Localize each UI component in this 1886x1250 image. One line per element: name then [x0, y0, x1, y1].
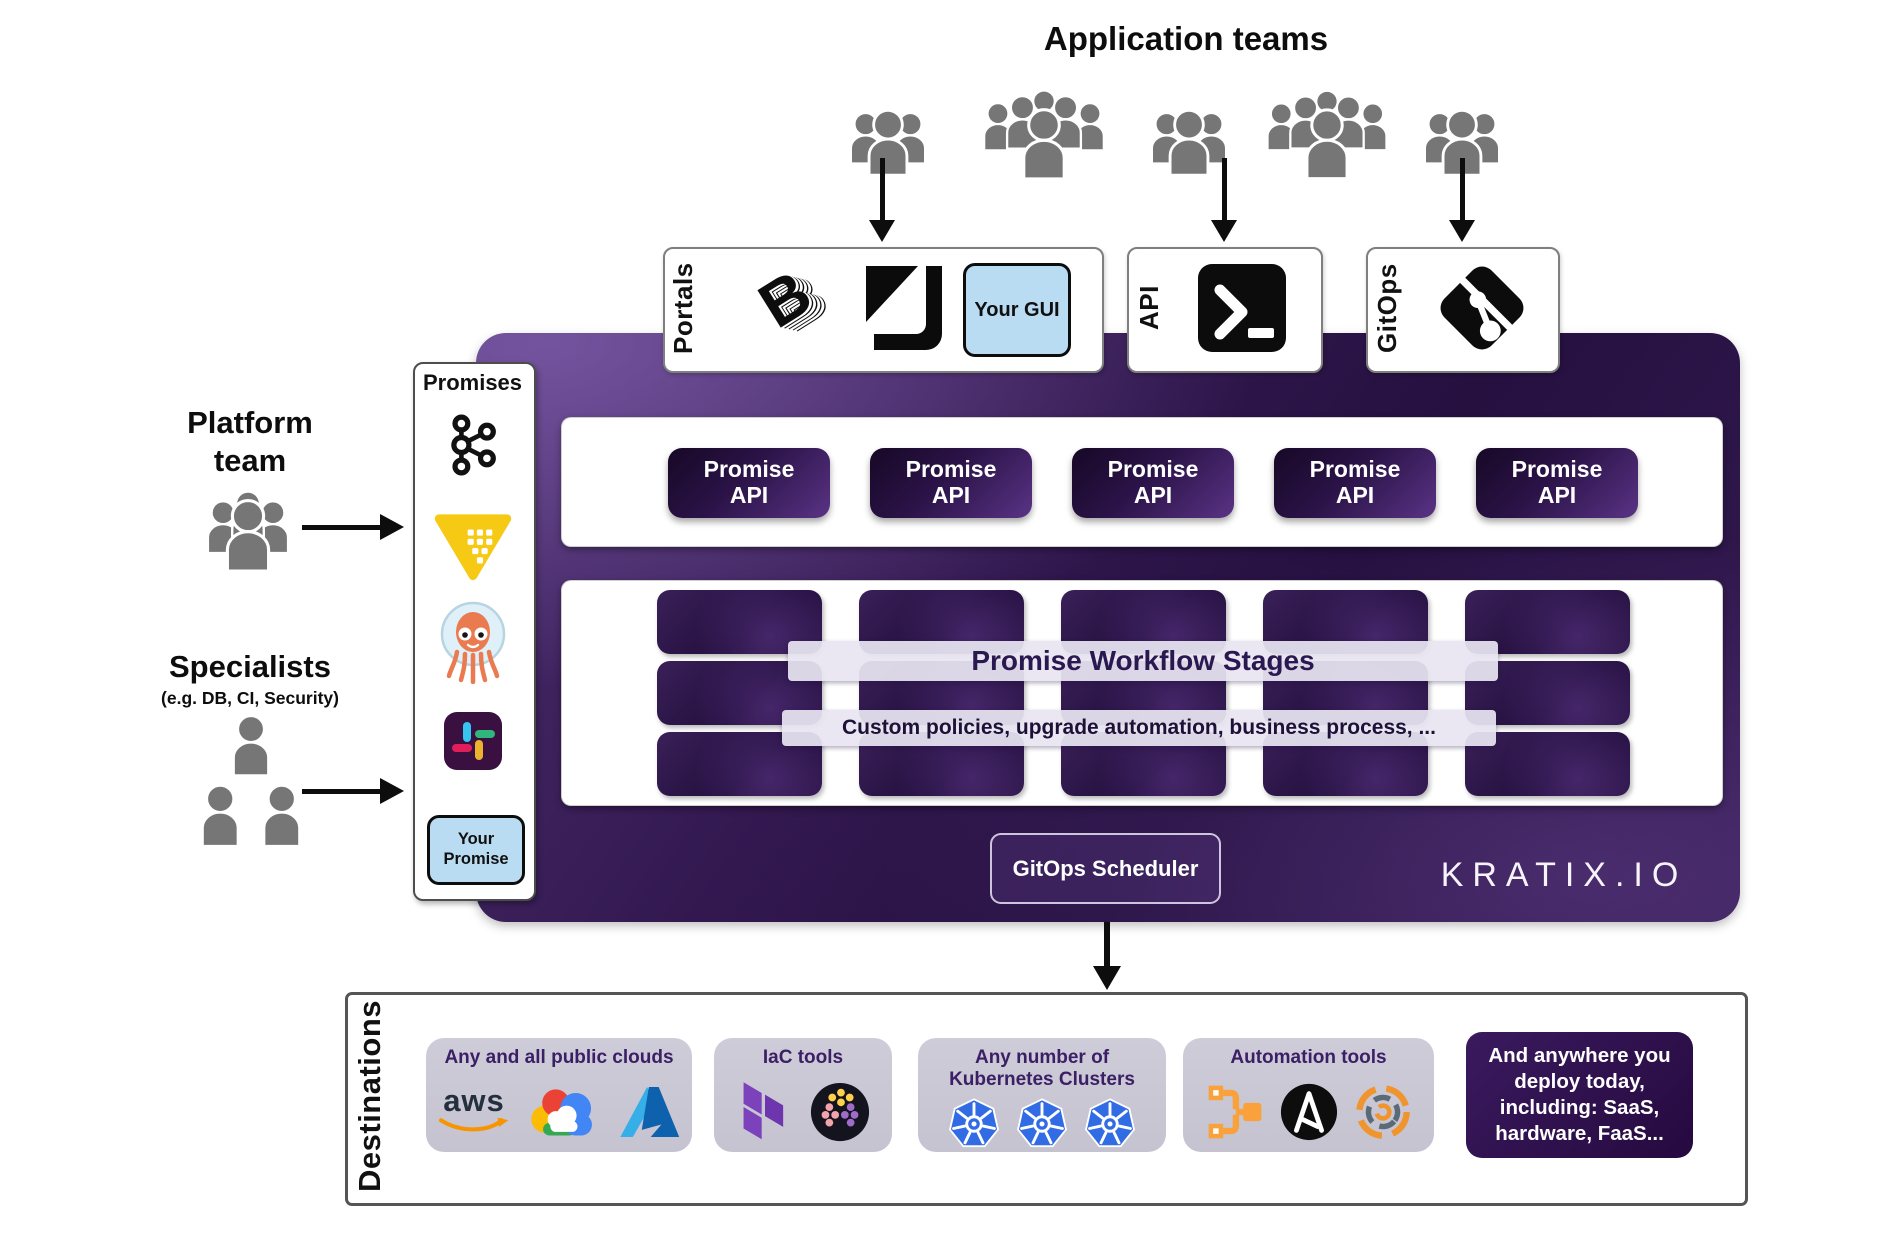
git-logo [1440, 266, 1524, 350]
destination-card-iac-tools: IaC tools [714, 1038, 892, 1152]
pipeline-branch-logo [1208, 1086, 1261, 1139]
argocd-octopus-logo [440, 601, 506, 684]
destination-card-automation-tools: Automation tools [1183, 1038, 1434, 1152]
kubernetes-logo [949, 1098, 999, 1147]
kubernetes-logo [1017, 1098, 1067, 1147]
card-title: And anywhere you deploy today, including… [1488, 1043, 1671, 1146]
terraform-logo [743, 1082, 784, 1140]
crossplane-logo [810, 1083, 870, 1142]
app-team-group-small-icon [849, 108, 927, 176]
automation-rings-logo [1355, 1085, 1410, 1140]
specialists-group-icon [201, 714, 301, 848]
kafka-logo [451, 414, 496, 476]
google-cloud-logo [531, 1089, 592, 1136]
app-team-group-large-icon [1266, 90, 1388, 181]
ansible-logo [1280, 1084, 1337, 1141]
api-label: API [1134, 285, 1164, 331]
slack-logo [444, 712, 502, 770]
destination-card-kubernetes: Any number of Kubernetes Clusters [918, 1038, 1166, 1152]
gitops-scheduler-button: GitOps Scheduler [990, 833, 1221, 904]
card-title: IaC tools [762, 1047, 844, 1068]
destination-card-anywhere: And anywhere you deploy today, including… [1466, 1032, 1693, 1158]
workflow-stages-title: Promise Workflow Stages [971, 645, 1315, 676]
portals-label: Portals [668, 262, 698, 354]
card-title: Any and all public clouds [444, 1047, 674, 1068]
your-gui-box: Your GUI [963, 263, 1071, 357]
destinations-label: Destinations [352, 999, 387, 1193]
promises-title: Promises [422, 370, 523, 395]
kubernetes-logo [1085, 1098, 1135, 1147]
workflow-custom-policies-text: Custom policies, upgrade automation, bus… [842, 716, 1436, 739]
specialists-title: Specialists [169, 649, 331, 684]
gitops-label: GitOps [1372, 263, 1402, 353]
terminal-icon [1198, 264, 1286, 352]
card-title: Any number of Kubernetes Clusters [949, 1047, 1135, 1090]
aws-logo: aws [437, 1085, 511, 1139]
yellow-triangle-logo [434, 514, 512, 581]
card-title: Automation tools [1230, 1047, 1387, 1068]
application-teams-title: Application teams [1043, 20, 1329, 57]
specialists-subtitle: (e.g. DB, CI, Security) [161, 688, 339, 708]
kratix-wordmark: KRATIX.IO [1440, 856, 1688, 894]
app-team-group-large-icon [983, 90, 1105, 181]
platform-team-group-icon [206, 490, 290, 573]
platform-team-title: Platform team [187, 405, 313, 478]
workflow-custom-policies-band: Custom policies, upgrade automation, bus… [782, 710, 1496, 746]
portal-square-logo [866, 266, 942, 350]
your-promise-box: Your Promise [427, 815, 525, 885]
azure-logo [620, 1087, 680, 1138]
destination-card-public-clouds: Any and all public clouds aws [426, 1038, 692, 1152]
workflow-stages-title-band: Promise Workflow Stages [788, 641, 1498, 681]
